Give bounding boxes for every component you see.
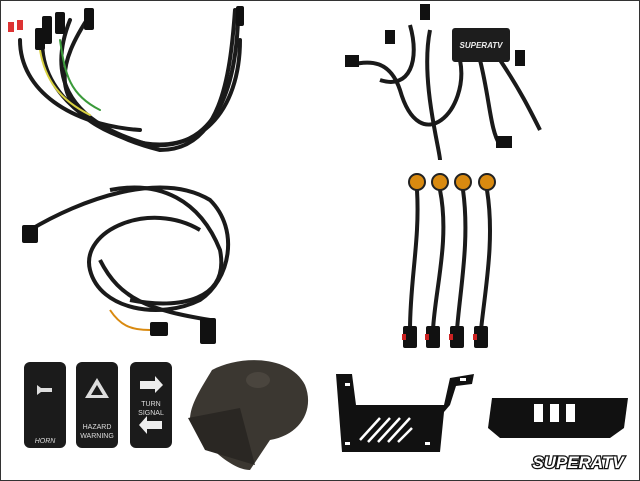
connectors-top-left (8, 6, 244, 50)
hazard-triangle-icon (85, 378, 109, 398)
arrow-right-icon (140, 376, 163, 393)
turn-label-line2: SIGNAL (138, 410, 164, 417)
turn-label-line1: TURN (141, 401, 160, 408)
main-wiring-harness (18, 8, 242, 153)
control-module: SUPERATV (345, 4, 525, 148)
rocker-switch-hazard: HAZARD WARNING (76, 362, 118, 448)
connectors-middle-left (22, 225, 216, 344)
horn-label: HORN (35, 438, 57, 445)
hazard-label-line2: WARNING (80, 433, 114, 440)
arrow-left-icon (139, 416, 162, 434)
rocker-switch-horn: HORN (24, 362, 66, 448)
horn (188, 360, 309, 470)
brand-logo: SUPERATV (532, 453, 625, 472)
module-logo: SUPERATV (460, 41, 504, 50)
control-module-harness (349, 24, 542, 161)
hazard-label-line1: HAZARD (83, 424, 112, 431)
turn-signal-lights (402, 173, 496, 348)
mounting-bracket (336, 374, 474, 452)
horn-icon (37, 385, 52, 395)
switch-mounting-plate (488, 398, 628, 438)
rocker-switch-turn-signal: TURN SIGNAL (130, 362, 172, 448)
rear-wiring-harness (28, 185, 231, 331)
